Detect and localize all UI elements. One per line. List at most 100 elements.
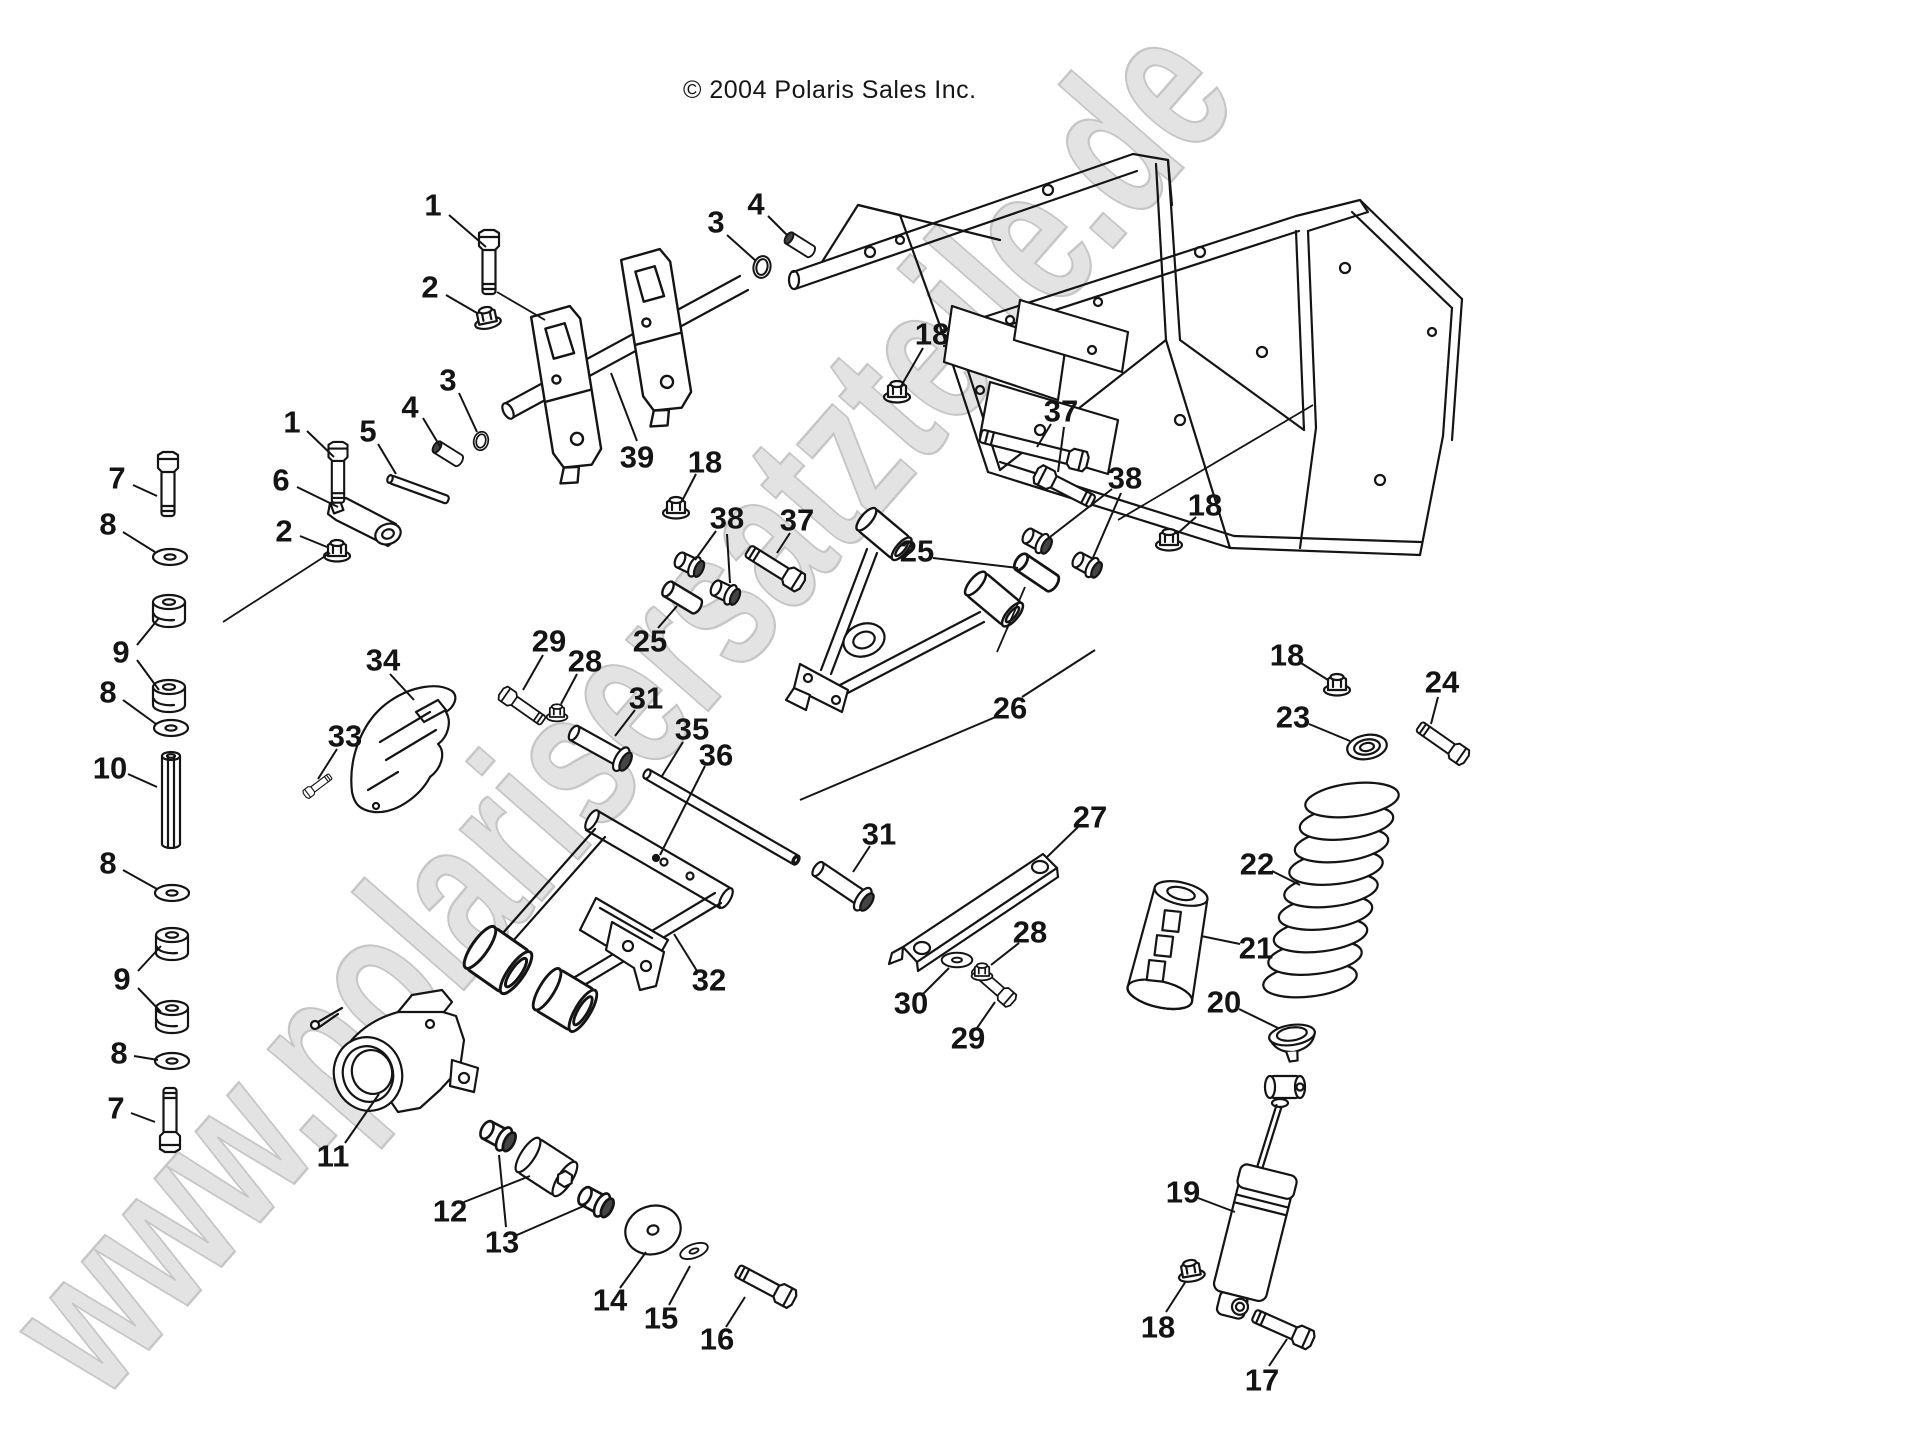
- part-nut: [1322, 672, 1352, 697]
- leader-line: [1430, 696, 1439, 725]
- leader-line: [422, 417, 442, 449]
- leader-line: [1036, 423, 1052, 448]
- leader-line: [498, 1154, 507, 1228]
- callout-label-16: 16: [700, 1322, 734, 1357]
- callout-label-23: 23: [1276, 700, 1310, 735]
- callout-label-3: 3: [439, 363, 456, 398]
- leader-line: [306, 430, 335, 458]
- part-pin: [1010, 550, 1063, 595]
- callout-label-7: 7: [108, 461, 125, 496]
- assembly-line: [222, 552, 331, 623]
- part-sleeve-bushing: [474, 1115, 521, 1157]
- leader-line: [317, 748, 338, 780]
- part-washer: [151, 547, 189, 567]
- leader-line: [299, 535, 328, 548]
- part-link: [326, 496, 402, 548]
- callout-label-2: 2: [275, 514, 292, 549]
- leader-line: [661, 741, 684, 777]
- part-bushing: [151, 678, 187, 714]
- leader-line: [137, 987, 162, 1013]
- leader-line: [463, 1175, 531, 1203]
- part-o-ring: [750, 253, 774, 281]
- part-spacer-tube: [160, 750, 182, 850]
- leader-line: [1045, 826, 1079, 859]
- leader-line: [694, 530, 717, 561]
- part-bolt: [1412, 717, 1473, 768]
- callout-label-7: 7: [107, 1091, 124, 1126]
- part-washer: [153, 883, 191, 903]
- part-nut: [970, 962, 994, 982]
- part-washer: [940, 951, 974, 969]
- leader-line: [726, 533, 731, 584]
- leader-line: [726, 234, 757, 262]
- callout-label-37: 37: [780, 503, 814, 538]
- part-bolt: [158, 1086, 182, 1154]
- callout-label-18: 18: [1141, 1310, 1175, 1345]
- leader-line: [776, 532, 791, 554]
- leader-line: [560, 673, 578, 705]
- callout-label-25: 25: [900, 534, 934, 569]
- callout-label-2: 2: [421, 270, 438, 305]
- callout-label-31: 31: [629, 681, 663, 716]
- leader-line: [344, 1093, 380, 1144]
- leader-line: [133, 1055, 159, 1061]
- part-nut: [1175, 1256, 1207, 1285]
- callout-label-14: 14: [593, 1283, 628, 1318]
- callout-label-38: 38: [1108, 461, 1142, 496]
- part-shock-absorber: [1212, 1074, 1307, 1320]
- callout-label-26: 26: [993, 691, 1027, 726]
- callout-label-38: 38: [710, 501, 744, 536]
- callout-label-12: 12: [433, 1194, 467, 1229]
- leader-line: [725, 1296, 746, 1328]
- copyright-text: © 2004 Polaris Sales Inc.: [683, 76, 977, 104]
- leader-line: [1197, 1197, 1236, 1213]
- leader-line: [522, 654, 544, 691]
- leader-line: [899, 347, 924, 389]
- callout-label-37: 37: [1044, 394, 1078, 429]
- part-rod5: [386, 474, 450, 505]
- callout-label-20: 20: [1207, 985, 1241, 1020]
- part-bushing: [151, 593, 187, 629]
- part-guard: [350, 685, 457, 814]
- part-washer: [677, 1238, 711, 1264]
- callout-label-22: 22: [1240, 847, 1274, 882]
- leader-line: [445, 294, 478, 314]
- leader-line: [1268, 1338, 1288, 1367]
- part-lower-a-arm: [457, 809, 734, 1037]
- part-pivot-shaft: [642, 768, 801, 866]
- callout-label-29: 29: [951, 1021, 985, 1056]
- callout-label-39: 39: [620, 440, 654, 475]
- leader-line: [122, 699, 157, 725]
- part-bolt: [1030, 462, 1099, 512]
- leader-line: [137, 945, 162, 972]
- callout-label-31: 31: [862, 817, 896, 852]
- callout-label-8: 8: [99, 846, 116, 881]
- callout-label-18: 18: [915, 317, 949, 352]
- leader-line: [681, 473, 697, 502]
- callout-label-30: 30: [894, 986, 928, 1021]
- assembly-line: [1117, 404, 1314, 521]
- callout-label-1: 1: [424, 188, 441, 223]
- leader-line: [448, 214, 487, 248]
- callout-label-13: 13: [485, 1225, 519, 1260]
- leader-line: [767, 215, 789, 237]
- callout-label-8: 8: [99, 675, 116, 710]
- part-nut: [470, 303, 503, 333]
- leader-line: [657, 605, 678, 629]
- callout-label-32: 32: [692, 963, 726, 998]
- callout-label-25: 25: [633, 624, 667, 659]
- leader-line: [1165, 1280, 1187, 1313]
- leader-line: [610, 372, 638, 442]
- leader-line: [296, 486, 339, 508]
- leader-line: [1091, 492, 1122, 561]
- callout-label-18: 18: [688, 445, 722, 480]
- leader-line: [1308, 723, 1351, 742]
- callout-label-3: 3: [707, 205, 724, 240]
- leader-line: [122, 531, 156, 553]
- leader-line: [799, 715, 999, 801]
- part-spring-retainer: [1346, 733, 1388, 761]
- leader-line: [377, 443, 397, 475]
- leader-line: [127, 773, 158, 788]
